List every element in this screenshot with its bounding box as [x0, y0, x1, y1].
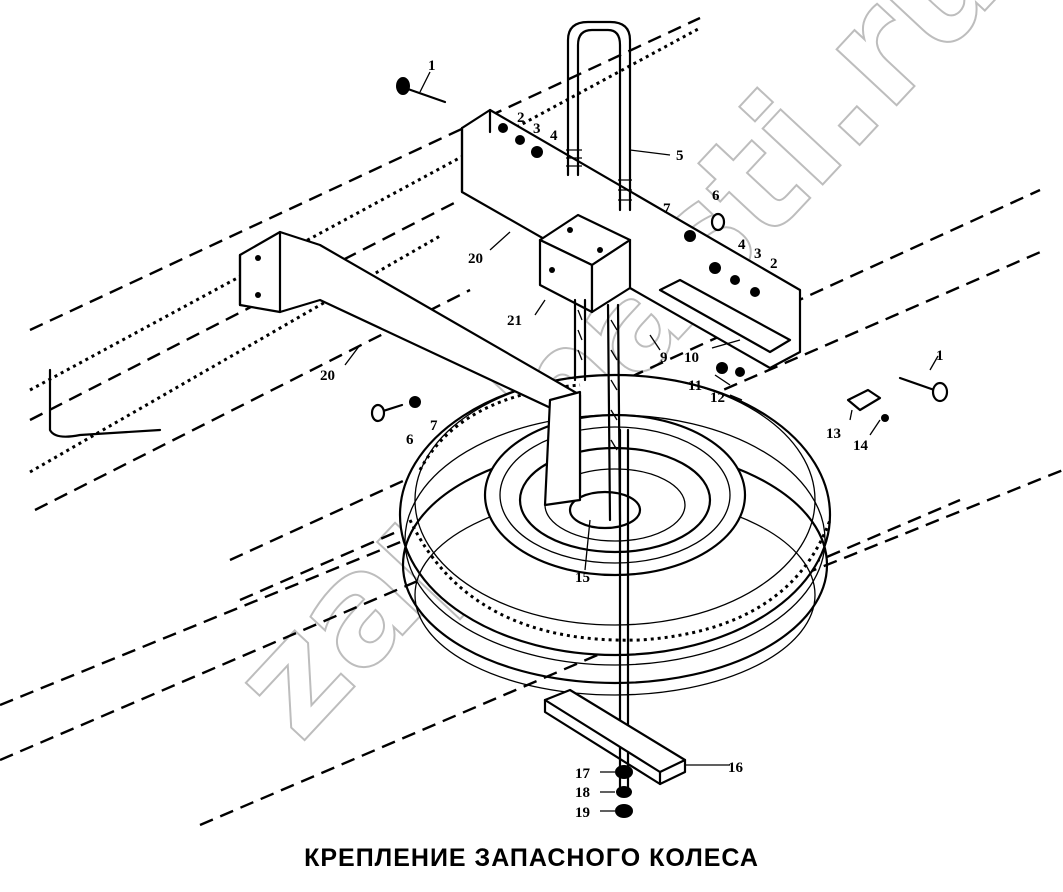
upper-bracket-20: [460, 108, 802, 370]
callout-19: 19: [575, 805, 590, 821]
callout-6-left: 6: [406, 432, 414, 448]
callout-20-left: 20: [320, 368, 335, 384]
leader-lines: [344, 71, 939, 812]
callout-13: 13: [826, 426, 841, 442]
callout-18: 18: [575, 785, 590, 801]
callout-15: 15: [575, 570, 590, 586]
diagram-caption: КРЕПЛЕНИЕ ЗАПАСНОГО КОЛЕСА: [304, 844, 759, 872]
callout-6-right: 6: [712, 188, 720, 204]
callout-10: 10: [684, 350, 699, 366]
bottom-plate-16: [543, 688, 687, 786]
callout-1-right: 1: [936, 348, 944, 364]
callout-20-top: 20: [468, 251, 483, 267]
callout-3-top: 3: [533, 121, 541, 137]
callout-17: 17: [575, 766, 591, 782]
callout-2-right: 2: [770, 256, 778, 272]
lower-arm-20: [238, 230, 582, 507]
callout-11: 11: [688, 378, 702, 394]
clamp-block-21: [538, 213, 632, 314]
callout-1-top: 1: [428, 58, 436, 74]
bolts: [370, 77, 949, 423]
callout-7-right: 7: [663, 201, 671, 217]
callout-5: 5: [676, 148, 684, 164]
callout-3-right: 3: [754, 246, 762, 262]
callout-labels: 1 2 3 4 5 6 7 4 3 2 20 21 9 10 1 20 11 1…: [320, 58, 944, 821]
callout-21: 21: [507, 313, 522, 329]
callout-14: 14: [853, 438, 869, 454]
callout-16: 16: [728, 760, 744, 776]
spare-tire: [398, 373, 832, 696]
callout-12: 12: [710, 390, 725, 406]
callout-9: 9: [660, 350, 668, 366]
callout-7-left: 7: [430, 418, 438, 434]
chains: [573, 298, 622, 522]
u-bolt-5: [566, 20, 632, 212]
callout-4-top: 4: [550, 128, 558, 144]
callout-4-right: 4: [738, 237, 746, 253]
callout-2-top: 2: [517, 110, 525, 126]
nuts-17-19: [615, 765, 633, 818]
